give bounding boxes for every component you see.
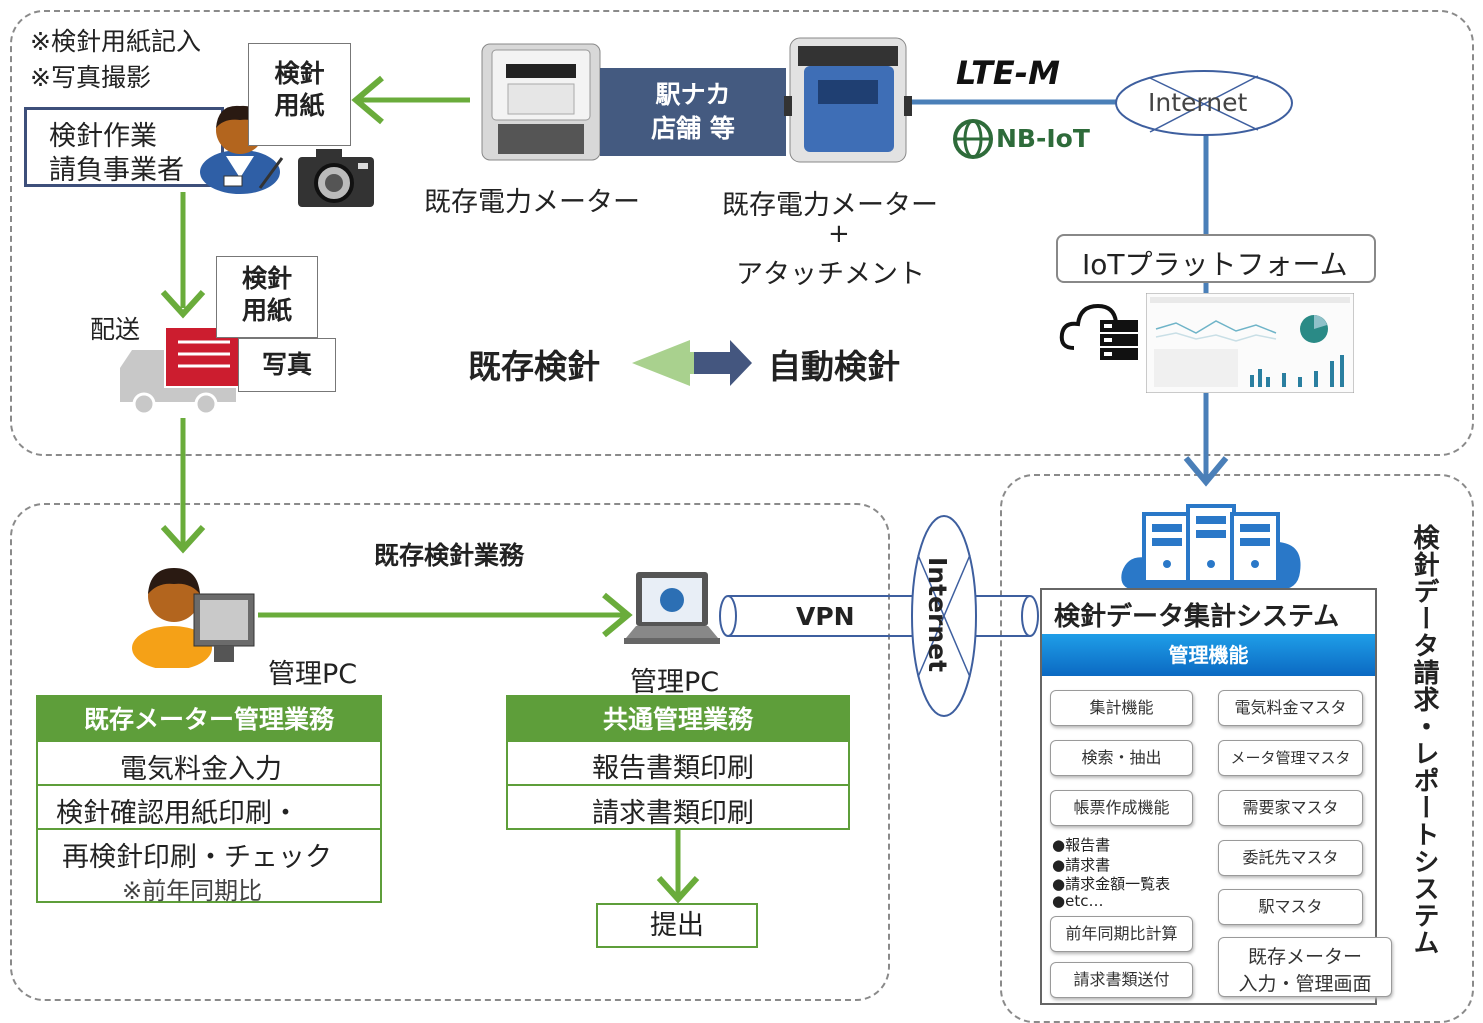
delivery-label: 配送 (90, 315, 141, 344)
contractor-box: 検針作業 請負事業者 (24, 107, 224, 187)
paper-form-1: 検針 用紙 (248, 43, 351, 146)
contractor-master-button[interactable]: 委託先マスタ (1218, 840, 1363, 876)
existing-meter-icon (481, 43, 601, 161)
bullet-etc: ●etc… (1052, 892, 1104, 910)
contractor-line-2: 請負事業者 (49, 155, 184, 186)
zone-existing-operations (10, 503, 890, 1001)
pc-label-1: 管理PC (268, 659, 358, 690)
station-shop-band: 駅ナカ 店舗 等 (600, 68, 786, 156)
invoice-send-label: 請求書類送付 (1073, 970, 1170, 989)
mgmt-functions-header: 管理機能 (1042, 634, 1375, 676)
internet-cloud-top (1115, 70, 1293, 136)
search-extract-button[interactable]: 検索・抽出 (1050, 740, 1193, 776)
electricity-rate-master-button[interactable]: 電気料金マスタ (1218, 690, 1363, 726)
electricity-rate-master-label: 電気料金マスタ (1234, 698, 1347, 717)
meter-mgmt-row-4: ※前年同期比 (122, 877, 263, 905)
meter-mgmt-table: 既存メーター管理業務 電気料金入力 検針確認用紙印刷・ 再検針印刷・チェック ※… (36, 695, 382, 905)
paper-form-1-line-2: 用紙 (274, 91, 325, 120)
mgmt-functions-label: 管理機能 (1168, 643, 1249, 667)
meter-mgmt-row-2: 検針確認用紙印刷・ (56, 798, 299, 829)
attached-meter-icon (784, 37, 912, 163)
aggregate-function-label: 集計機能 (1089, 698, 1154, 717)
meter-attached-line-1: 既存電力メーター (722, 190, 938, 221)
internet-cloud-vertical (911, 515, 977, 717)
aggregate-function-button[interactable]: 集計機能 (1050, 690, 1193, 726)
common-mgmt-header: 共通管理業務 (508, 697, 848, 742)
report-creation-label: 帳票作成機能 (1073, 798, 1170, 817)
camera-icon (298, 149, 374, 207)
meter-mgmt-row-1: 電気料金入力 (120, 754, 282, 785)
compare-auto-label: 自動検針 (768, 347, 900, 386)
paper-form-2-line-2: 用紙 (241, 296, 292, 325)
laptop-icon (624, 572, 720, 644)
existing-ops-title: 既存検針業務 (374, 541, 525, 570)
station-shop-line-1: 駅ナカ (655, 80, 731, 109)
internet-label-vertical: Internet (923, 556, 953, 673)
contractor-line-1: 検針作業 (49, 121, 157, 152)
internet-label-top: Internet (1148, 88, 1248, 117)
paper-form-2: 検針 用紙 (216, 256, 318, 338)
meter-mgmt-master-button[interactable]: メータ管理マスタ (1218, 740, 1363, 776)
globe-icon (953, 119, 993, 159)
photo-sheet: 写真 (238, 338, 336, 392)
iot-platform-box: IoTプラットフォーム (1056, 234, 1376, 283)
contractor-master-label: 委託先マスタ (1242, 848, 1339, 867)
station-master-label: 駅マスタ (1258, 897, 1323, 916)
server-cluster-icon (1121, 504, 1301, 590)
station-shop-line-2: 店舗 等 (651, 114, 735, 143)
common-mgmt-table: 共通管理業務 報告書類印刷 請求書類印刷 (506, 695, 850, 830)
operator-pc-icon (132, 568, 255, 668)
zone-top (10, 10, 1474, 456)
paper-form-1-line-1: 検針 (274, 59, 325, 88)
truck-icon (120, 328, 242, 416)
existing-meter-screen-line-1: 既存メーター (1247, 946, 1362, 968)
yoy-calc-label: 前年同期比計算 (1065, 924, 1178, 943)
paper-form-2-line-1: 検針 (241, 264, 292, 293)
common-mgmt-row-2: 請求書類印刷 (592, 798, 754, 829)
pc-label-2: 管理PC (630, 667, 720, 698)
cloud-server-icon (1059, 303, 1138, 360)
photo-label: 写真 (261, 350, 312, 379)
report-creation-button[interactable]: 帳票作成機能 (1050, 790, 1193, 826)
vpn-tube (719, 595, 1039, 637)
submit-box: 提出 (596, 903, 758, 948)
compare-arrow (632, 340, 752, 386)
submit-label: 提出 (650, 910, 704, 941)
zone-system (1000, 474, 1474, 1023)
note-line-2: ※写真撮影 (30, 63, 151, 92)
meter-attached-line-3: アタッチメント (736, 259, 925, 290)
meter-existing-label: 既存電力メーター (424, 187, 640, 218)
yoy-calc-button[interactable]: 前年同期比計算 (1050, 916, 1193, 952)
station-master-button[interactable]: 駅マスタ (1218, 889, 1363, 925)
dashboard-screenshot-icon (1146, 293, 1354, 393)
system-vertical-title: 検針データ請求・レポートシステム (1404, 524, 1444, 956)
note-line-1: ※検針用紙記入 (30, 27, 201, 56)
lte-m-logo: LTE-M (956, 54, 1060, 92)
vpn-label: VPN (796, 602, 855, 631)
invoice-send-button[interactable]: 請求書類送付 (1050, 962, 1193, 998)
nb-iot-logo: NB-IoT (996, 124, 1090, 153)
bullet-invoice-list: ●請求金額一覧表 (1052, 875, 1171, 893)
compare-existing-label: 既存検針 (468, 347, 600, 386)
search-extract-label: 検索・抽出 (1081, 748, 1162, 767)
iot-platform-label: IoTプラットフォーム (1082, 248, 1348, 281)
meter-mgmt-master-label: メータ管理マスタ (1230, 749, 1351, 767)
bullet-report: ●報告書 (1052, 836, 1111, 854)
existing-meter-screen-line-2: 入力・管理画面 (1238, 973, 1372, 995)
meter-attached-line-2: + (828, 219, 850, 249)
common-mgmt-row-1: 報告書類印刷 (592, 753, 754, 784)
customer-master-button[interactable]: 需要家マスタ (1218, 790, 1363, 826)
existing-meter-screen-button[interactable]: 既存メーター 入力・管理画面 (1218, 937, 1392, 997)
meter-mgmt-header: 既存メーター管理業務 (38, 697, 380, 742)
customer-master-label: 需要家マスタ (1242, 798, 1339, 817)
meter-mgmt-row-3: 再検針印刷・チェック (62, 842, 332, 873)
system-name: 検針データ集計システム (1054, 602, 1340, 632)
system-vertical-title-text: 検針データ請求・レポートシステム (1409, 524, 1439, 956)
bullet-invoice: ●請求書 (1052, 856, 1111, 874)
